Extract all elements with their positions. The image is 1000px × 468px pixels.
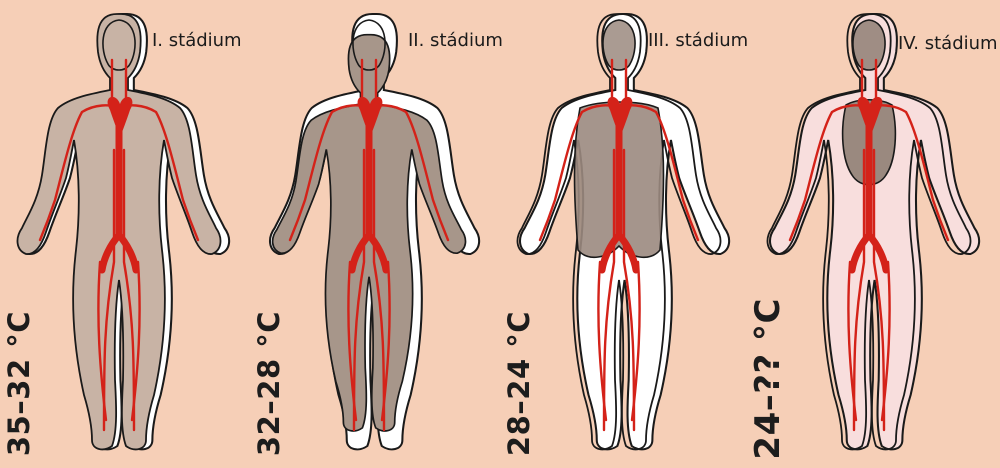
temperature-label: 28–24 °C [502,311,536,456]
stage-panel-4: IV. stádium 24–?? °C [750,0,1000,468]
stage-label: II. stádium [408,30,503,51]
stage-panel-2: II. stádium 32–28 °C [250,0,500,468]
stage-label: IV. stádium [898,33,998,54]
stage-panel-3: III. stádium 28–24 °C [500,0,750,468]
temperature-label: 32–28 °C [252,311,286,456]
temperature-label: 24–?? °C [748,298,788,460]
temperature-label: 35–32 °C [2,311,36,456]
body-figure-stage-1 [0,0,250,468]
head [853,20,885,70]
head [603,20,635,70]
stage-panel-1: I. stádium 35–32 °C [0,0,250,468]
body-figure-stage-2 [250,0,500,468]
stage-label: I. stádium [152,30,242,51]
stage-label: III. stádium [648,30,748,51]
body-figure-stage-3 [500,0,750,468]
